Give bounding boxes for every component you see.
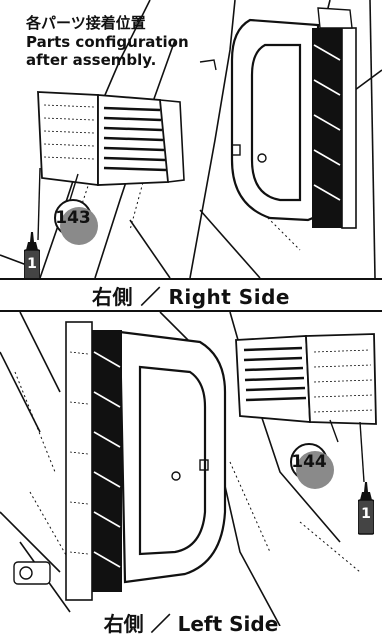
- note-english-line1: Parts configuration: [26, 33, 189, 51]
- note-japanese: 各パーツ接着位置: [26, 14, 146, 32]
- tool-number: 1: [361, 506, 371, 522]
- right-side-illustration: [0, 0, 382, 278]
- left-side-caption: 右側 ／ Left Side: [103, 612, 279, 636]
- parts-configuration-note: 各パーツ接着位置 Parts configuration after assem…: [26, 12, 189, 69]
- glue-bottle-icon: 1: [23, 232, 41, 278]
- part-number-badge-144: 144: [290, 443, 334, 489]
- part-number-label: 143: [55, 208, 91, 228]
- part-number-badge-143: 143: [54, 199, 98, 245]
- note-english-line2: after assembly.: [26, 51, 157, 69]
- tool-number: 1: [27, 256, 37, 272]
- part-number-label: 144: [291, 452, 327, 472]
- right-side-panel: 各パーツ接着位置 Parts configuration after assem…: [0, 0, 382, 278]
- left-side-illustration: [0, 312, 377, 626]
- right-side-caption-bar: 右側 ／ Right Side: [0, 278, 382, 312]
- left-side-caption-bar: 右側 ／ Left Side: [0, 608, 382, 638]
- left-side-panel: 144 1: [0, 312, 382, 626]
- glue-bottle-icon: 1: [357, 482, 375, 540]
- right-side-caption: 右側 ／ Right Side: [92, 284, 290, 309]
